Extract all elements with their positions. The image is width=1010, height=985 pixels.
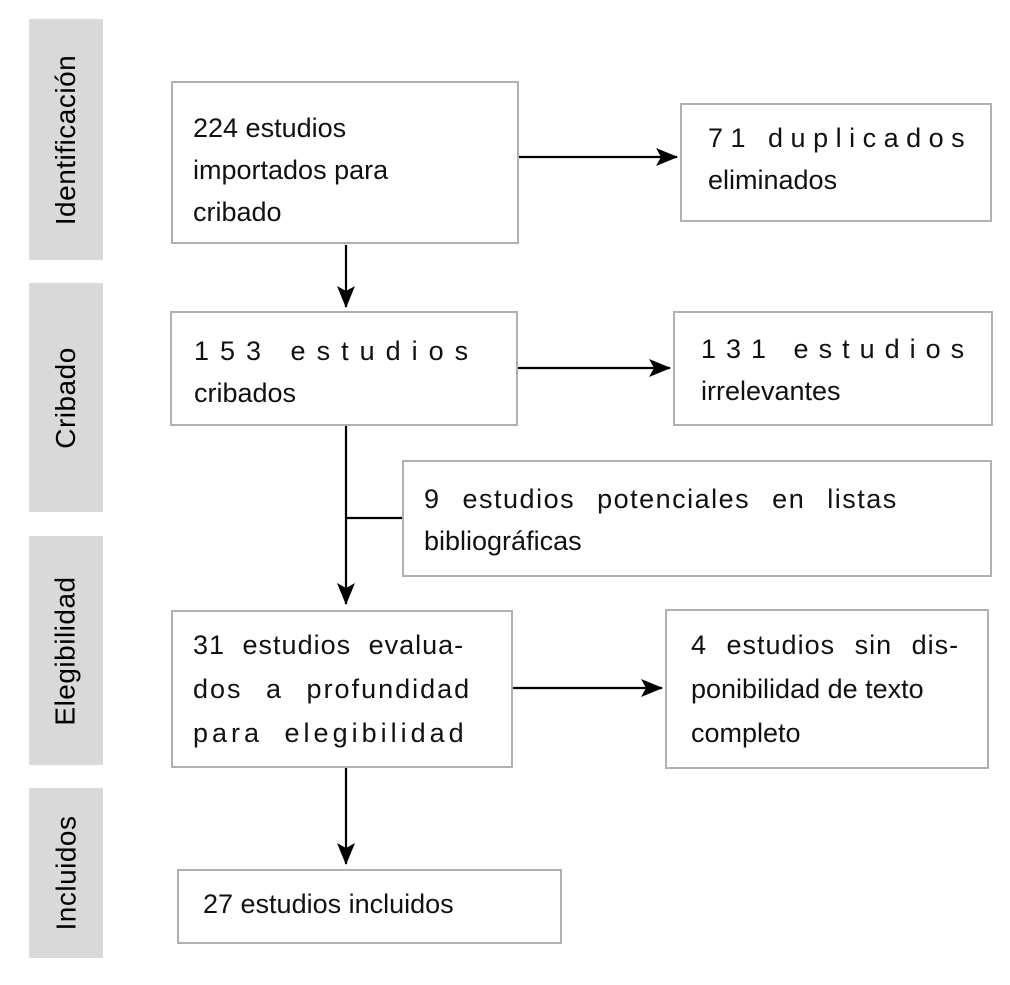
box-irrelevant-studies: 131 estudios irrelevantes	[673, 311, 993, 426]
box-text-line: 4 estudios sin dis-	[691, 630, 960, 660]
box-text-line: completo	[691, 718, 801, 748]
box-text-line: bibliográficas	[424, 526, 582, 556]
box-text-line: 27 estudios incluidos	[203, 889, 454, 919]
box-duplicates-removed: 71 duplicados eliminados	[680, 103, 992, 222]
box-no-fulltext: 4 estudios sin dis- ponibilidad de texto…	[665, 609, 989, 769]
stage-label-text: Incluidos	[50, 815, 82, 931]
box-assessed-eligibility: 31 estudios evalua- dos a profundidad pa…	[171, 610, 513, 768]
stage-label-text: Identificación	[50, 54, 81, 225]
box-text-line: ponibilidad de texto	[691, 674, 924, 704]
stage-label-text: Cribado	[50, 346, 81, 449]
stage-label-incluidos: Incluidos	[29, 788, 103, 958]
box-text-line: irrelevantes	[701, 376, 841, 406]
box-text-line: 224 estudios	[193, 113, 347, 143]
box-text-line: 9 estudios potenciales en listas	[424, 484, 898, 514]
box-included-studies: 27 estudios incluidos	[177, 869, 562, 944]
box-potential-studies: 9 estudios potenciales en listas bibliog…	[402, 460, 992, 577]
stage-label-text: Elegibilidad	[50, 575, 81, 726]
box-text-line: 131 estudios	[701, 334, 975, 364]
box-text-line: cribados	[194, 378, 297, 408]
box-text-line: dos a profundidad	[193, 674, 472, 704]
box-text-line: para elegibilidad	[193, 718, 468, 748]
stage-label-cribado: Cribado	[29, 283, 103, 512]
box-imported-studies: 224 estudios importados para cribado	[171, 81, 519, 244]
box-text-line: eliminados	[708, 165, 838, 195]
box-studies-screened: 153 estudios cribados	[170, 311, 518, 426]
box-text-line: cribado	[193, 197, 282, 227]
stage-label-identificacion: Identificación	[29, 19, 103, 260]
stage-label-elegibilidad: Elegibilidad	[29, 536, 103, 765]
box-text-line: 71 duplicados	[708, 123, 973, 153]
box-text-line: 31 estudios evalua-	[193, 630, 465, 660]
box-text-line: importados para	[193, 155, 389, 185]
box-text-line: 153 estudios	[194, 336, 480, 366]
